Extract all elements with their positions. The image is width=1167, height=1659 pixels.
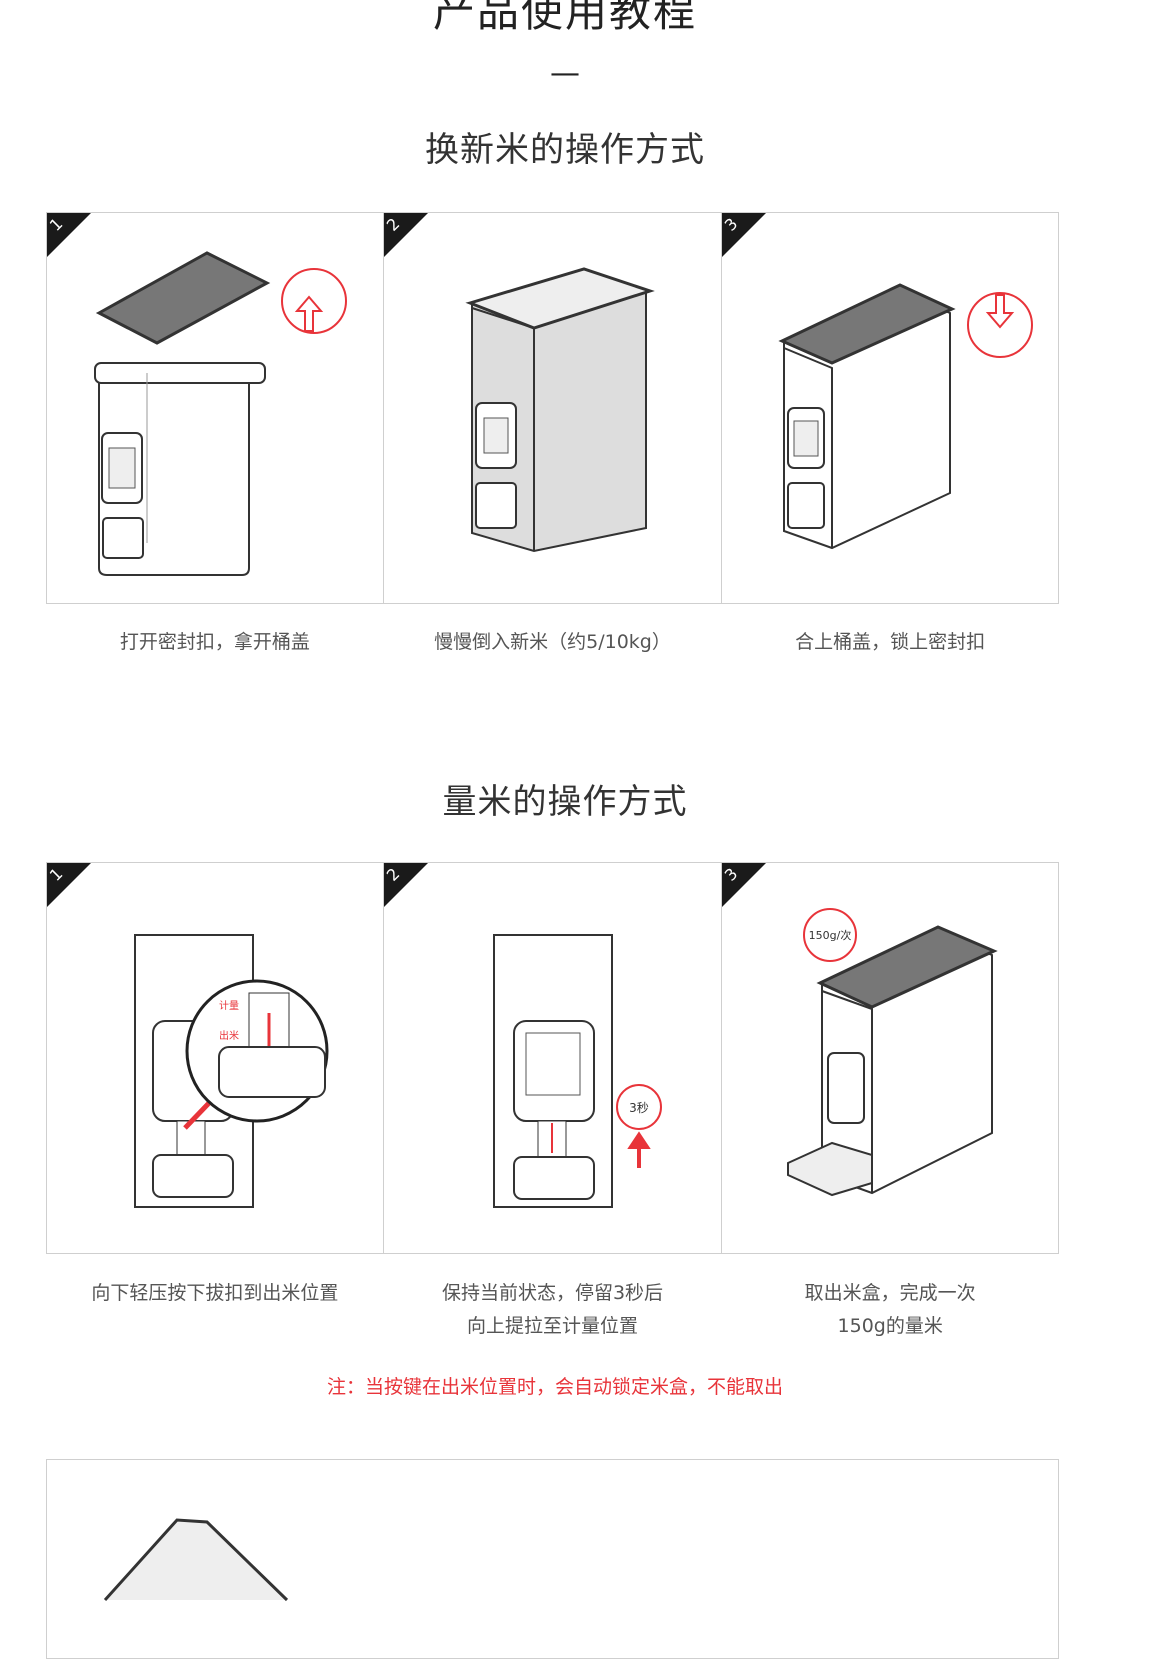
press-down-illustration: 计量 出米	[134, 934, 329, 1208]
caption-line: 保持当前状态，停留3秒后	[441, 1282, 664, 1304]
lid-illustration	[103, 1518, 289, 1602]
measure-captions: 向下轻压按下拔扣到出米位置 保持当前状态，停留3秒后 向上提拉至计量位置 取出米…	[46, 1277, 1059, 1343]
warning-note: 注：当按键在出米位置时，会自动锁定米盒，不能取出	[326, 1376, 783, 1398]
step-badge	[721, 863, 766, 907]
caption: 打开密封扣，拿开桶盖	[119, 631, 310, 653]
amount-label: 150g/次	[808, 928, 851, 942]
caption: 合上桶盖，锁上密封扣	[795, 631, 986, 653]
caption-line: 取出米盒，完成一次	[804, 1282, 976, 1304]
pull-up-illustration: 3秒	[493, 934, 663, 1208]
caption-line: 向上提拉至计量位置	[467, 1315, 639, 1337]
step-badge	[47, 863, 91, 907]
close-lid-illustration	[778, 283, 1033, 550]
measure-label: 计量	[219, 999, 239, 1012]
refill-steps-grid: 1 2 3	[46, 212, 1059, 604]
measure-steps-grid: 1 计量 出米 2 3秒 3	[46, 862, 1059, 1254]
dispense-label: 出米	[219, 1029, 239, 1042]
caption: 保持当前状态，停留3秒后 向上提拉至计量位置	[384, 1277, 722, 1343]
pour-rice-illustration	[465, 267, 656, 553]
measure-step-1: 1 计量 出米	[47, 863, 385, 1253]
step-badge	[384, 213, 429, 257]
caption-line: 150g的量米	[837, 1315, 943, 1337]
refill-step-1: 1	[47, 213, 385, 603]
caption: 慢慢倒入新米（约5/10kg）	[434, 631, 671, 653]
open-lid-illustration	[94, 251, 347, 576]
refill-captions: 打开密封扣，拿开桶盖 慢慢倒入新米（约5/10kg） 合上桶盖，锁上密封扣	[46, 626, 1059, 659]
step-badge	[384, 863, 429, 907]
section-title-measure: 量米的操作方式	[442, 782, 688, 822]
section-title-refill: 换新米的操作方式	[425, 130, 705, 170]
measure-step-3: 3 150g/次	[721, 863, 1058, 1253]
page-title: 产品使用教程	[432, 0, 697, 36]
step-badge	[721, 213, 766, 257]
timer-label: 3秒	[630, 1101, 650, 1115]
remove-box-illustration: 150g/次	[786, 908, 998, 1197]
title-divider: —	[550, 56, 580, 91]
measure-step-2: 2 3秒	[384, 863, 722, 1253]
refill-step-3: 3	[721, 213, 1058, 603]
next-illustration-panel	[46, 1459, 1059, 1659]
caption: 取出米盒，完成一次 150g的量米	[721, 1277, 1059, 1343]
caption: 向下轻压按下拔扣到出米位置	[91, 1282, 339, 1304]
step-badge	[47, 213, 91, 257]
refill-step-2: 2	[384, 213, 722, 603]
